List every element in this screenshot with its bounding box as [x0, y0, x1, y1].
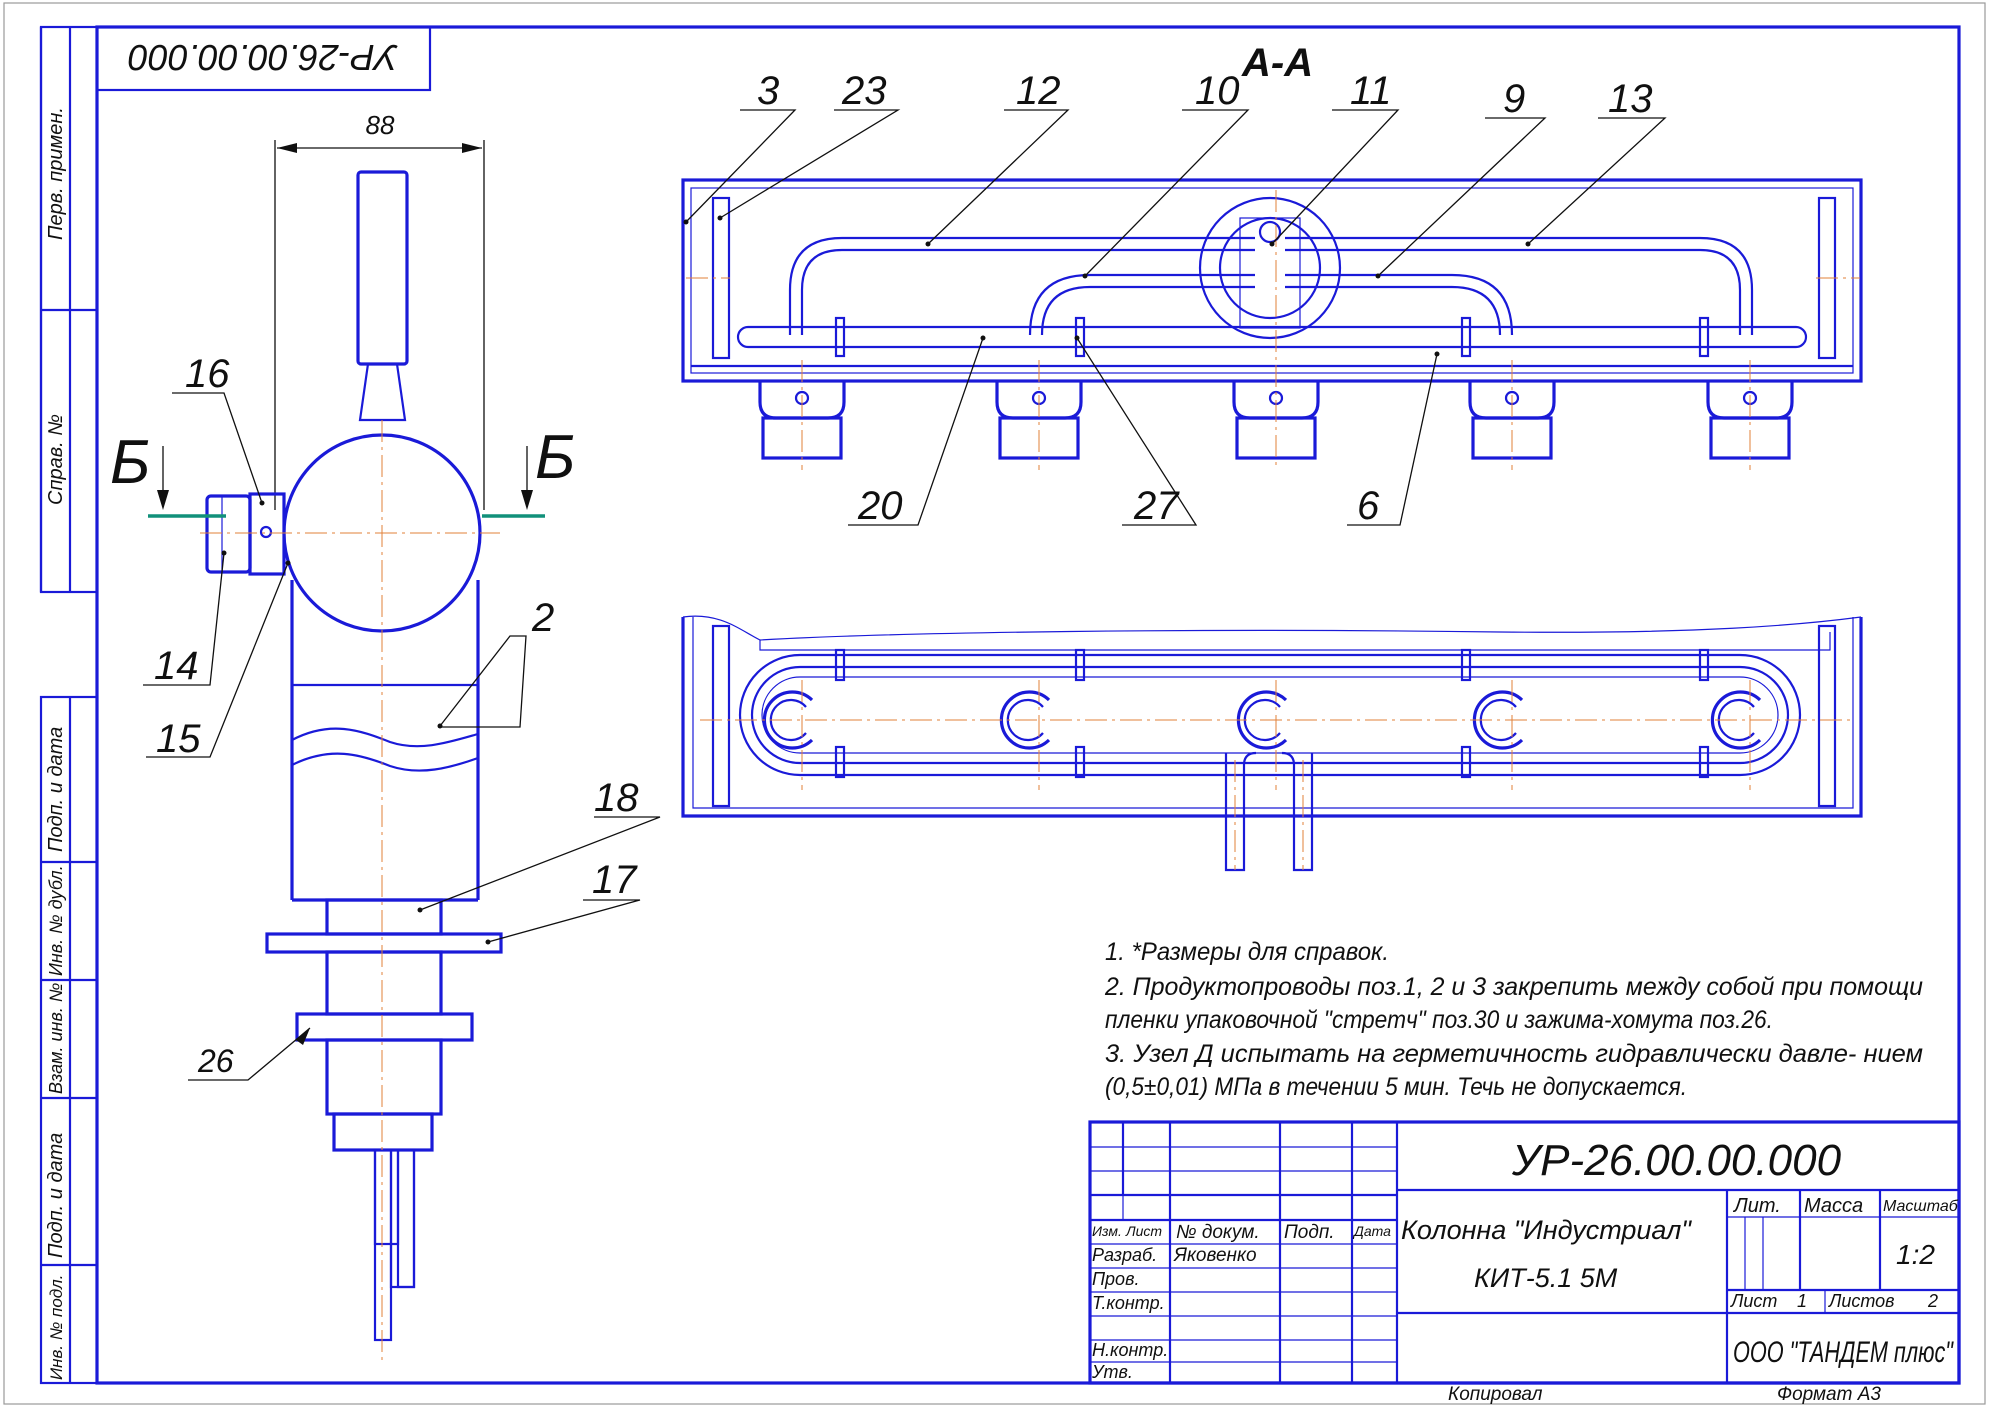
title-block: УР-26.00.00.000 Изм. Лист № докум. Подп.… — [1088, 1120, 1961, 1385]
pos-11: 11 — [1350, 69, 1392, 113]
side-label-perv-primen: Перв. примен. — [45, 107, 67, 240]
pos-10: 10 — [1195, 69, 1240, 113]
col-doc: № докум. — [1176, 1222, 1260, 1243]
side-label-podp-data-bottom: Подп. и дата — [45, 1133, 67, 1258]
flange-17 — [265, 932, 503, 954]
title-name-line-1: Колонна "Индустриал" — [1401, 1215, 1692, 1245]
section-b-left-label: Б — [110, 428, 150, 497]
sheets-total: 2 — [1927, 1291, 1938, 1311]
ring-manifold — [738, 653, 1802, 777]
column-handle — [356, 170, 409, 366]
side-label-vzam-inv: Взам. инв. № — [46, 983, 66, 1094]
column-front-view: 88 Б Б — [110, 110, 661, 1360]
label-massa: Масса — [1804, 1195, 1863, 1217]
tray-outer — [681, 178, 1863, 383]
clamp-26 — [295, 1012, 474, 1042]
label-sheets: Листов — [1828, 1291, 1895, 1311]
title-name-line-2: КИТ-5.1 5М — [1474, 1263, 1618, 1293]
footer-format: Формат А3 — [1777, 1384, 1881, 1405]
pos-3: 3 — [757, 69, 779, 113]
label-lit: Лит. — [1732, 1195, 1781, 1217]
col-list: Лист — [1125, 1223, 1162, 1239]
dimension-88: 88 — [366, 110, 395, 140]
sheet-outer-border — [3, 2, 1986, 1405]
side-label-podp-data-top: Подп. и дата — [45, 727, 67, 852]
label-masshtab: Масштаб — [1883, 1198, 1959, 1215]
note-3-line-2: (0,5±0,01) МПа в течении 5 мин. Течь не … — [1105, 1073, 1687, 1101]
pos-17: 17 — [592, 858, 638, 902]
pos-15: 15 — [156, 717, 201, 761]
note-2-line-1: 2. Продуктопроводы поз.1, 2 и 3 закрепит… — [1104, 973, 1923, 1001]
inverted-number-stamp: УР-26.00.00.000 — [95, 25, 432, 92]
side-label-inv-podl: Инв. № подл. — [47, 1275, 66, 1381]
footer-copied: Копировал — [1448, 1384, 1543, 1405]
section-b-right-label: Б — [535, 423, 575, 492]
side-strip: Перв. примен. Справ. № Подп. и дата Инв.… — [39, 25, 99, 1385]
pos-20: 20 — [857, 484, 903, 528]
razrab-name: Яковенко — [1173, 1245, 1257, 1266]
company-name: ООО "ТАНДЕМ плюс" — [1733, 1336, 1954, 1369]
row-prov: Пров. — [1092, 1269, 1139, 1289]
row-tkontr: Т.контр. — [1092, 1293, 1165, 1313]
col-izm: Изм. — [1092, 1223, 1122, 1239]
pos-9: 9 — [1503, 77, 1525, 121]
row-nkontr: Н.контр. — [1092, 1340, 1168, 1360]
pos-23: 23 — [841, 69, 887, 113]
title-designation: УР-26.00.00.000 — [1511, 1136, 1842, 1185]
pos-16: 16 — [185, 352, 230, 396]
note-1: 1. *Размеры для справок. — [1105, 938, 1389, 966]
label-sheet: Лист — [1730, 1291, 1777, 1311]
side-label-sprav-no: Справ. № — [45, 414, 67, 505]
pos-2: 2 — [531, 596, 554, 640]
section-a-a-label: А-А — [1241, 41, 1313, 85]
note-2-line-2: пленки упаковочной "стретч" поз.30 и заж… — [1105, 1006, 1773, 1034]
row-utv: Утв. — [1091, 1362, 1133, 1382]
pos-26: 26 — [197, 1043, 234, 1079]
pos-13: 13 — [1608, 77, 1653, 121]
row-razrab: Разраб. — [1092, 1245, 1157, 1265]
pos-6: 6 — [1357, 484, 1380, 528]
sheet-number: 1 — [1797, 1291, 1807, 1311]
scale-value: 1:2 — [1896, 1239, 1935, 1270]
technical-notes: 1. *Размеры для справок. 2. Продуктопров… — [1104, 938, 1923, 1101]
section-b-b-view — [681, 615, 1863, 872]
side-label-inv-dubl: Инв. № дубл. — [46, 865, 66, 976]
hub-11 — [1198, 196, 1342, 340]
note-3-line-1: 3. Узел Д испытать на герметичность гидр… — [1105, 1040, 1923, 1068]
pos-12: 12 — [1016, 69, 1061, 113]
pos-14: 14 — [154, 644, 199, 688]
col-podp: Подп. — [1284, 1222, 1335, 1243]
inverted-drawing-number: УР-26.00.00.000 — [128, 37, 398, 78]
col-data: Дата — [1352, 1223, 1391, 1239]
pos-27: 27 — [1133, 484, 1180, 528]
pos-18: 18 — [594, 776, 639, 820]
section-a-a-view: А-А — [681, 41, 1863, 528]
